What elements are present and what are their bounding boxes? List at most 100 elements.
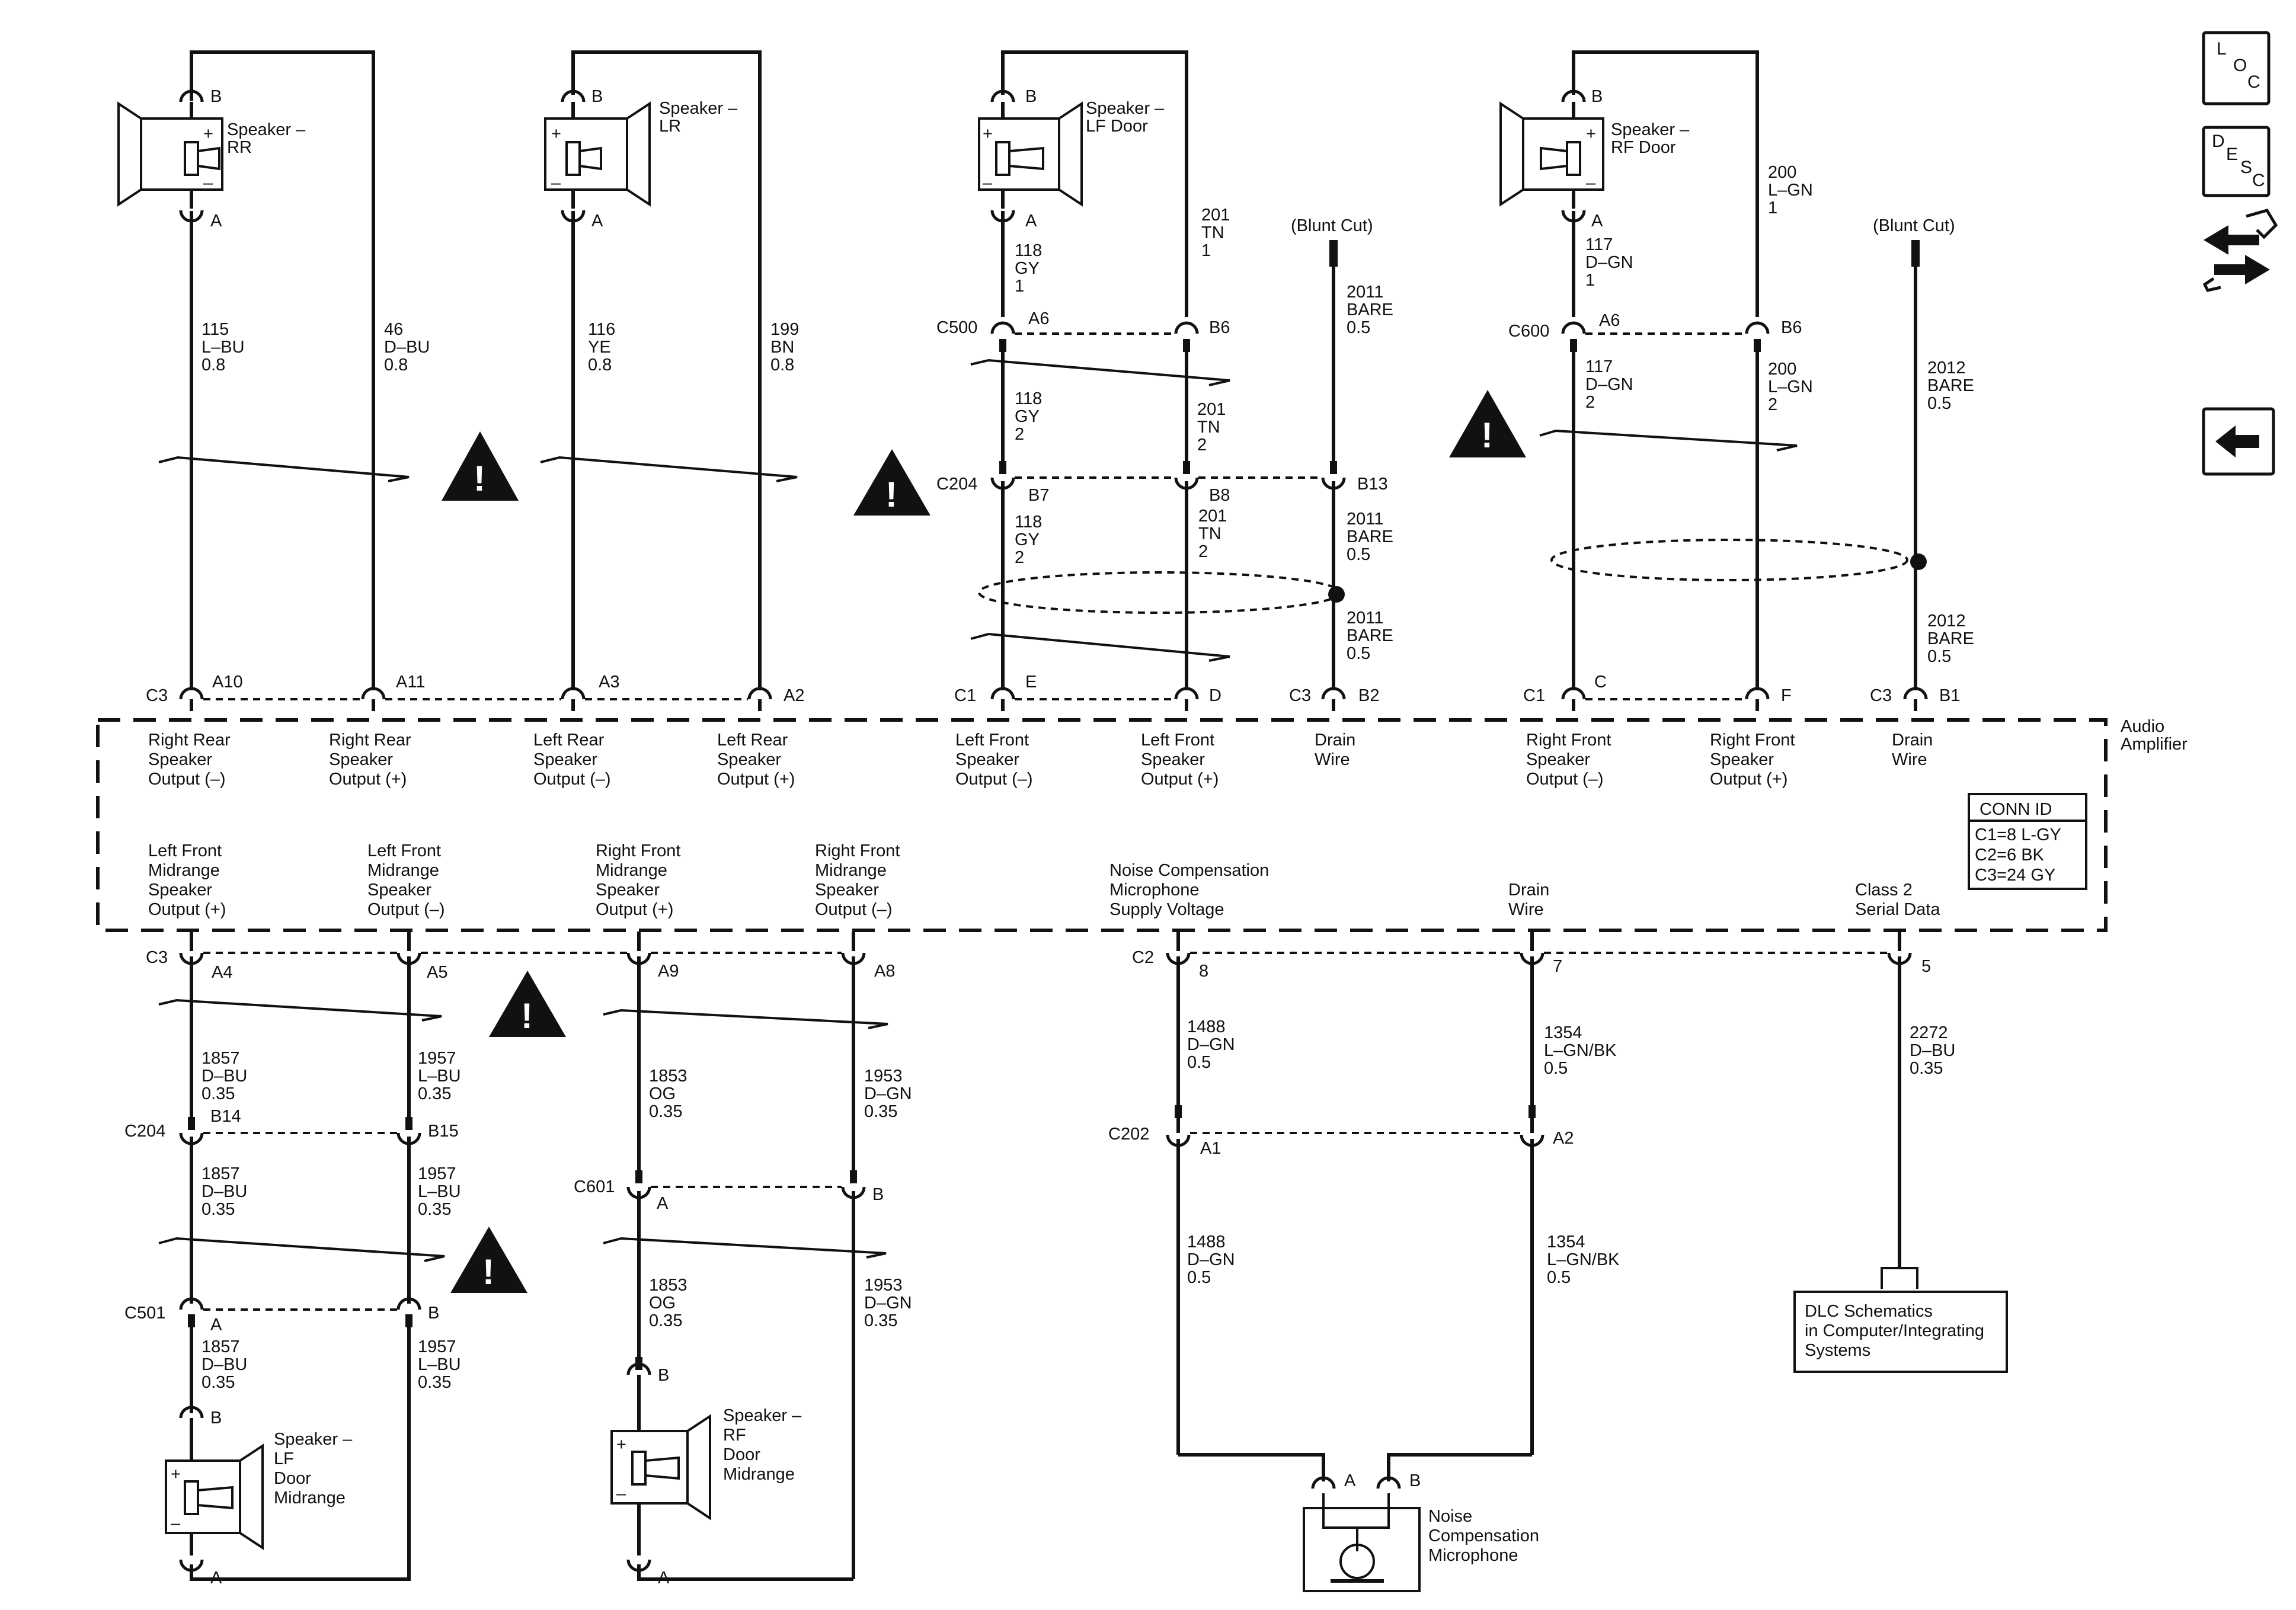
diagram-label: L–BU: [418, 1182, 461, 1201]
diagram-label: Drain: [1892, 731, 1933, 750]
diagram-label: Right Front: [1710, 731, 1795, 750]
diagram-label: Right Front: [596, 841, 680, 860]
diagram-label: A8: [874, 962, 895, 981]
warning-icon[interactable]: !: [853, 449, 930, 516]
diagram-label: A: [658, 1569, 670, 1587]
diagram-label: L–BU: [202, 338, 245, 357]
diagram-label: D–BU: [1910, 1041, 1955, 1060]
diagram-label: A: [657, 1194, 669, 1213]
diagram-label: Class 2: [1855, 881, 1913, 900]
diagram-label: F: [1781, 686, 1792, 705]
diagram-label: BARE: [1347, 300, 1393, 319]
diagram-label: Right Front: [1526, 731, 1611, 750]
speaker-lr: B A + – Speaker – LR: [544, 50, 762, 690]
diagram-label: B: [1409, 1471, 1421, 1490]
diagram-label: Compensation: [1428, 1526, 1539, 1545]
speaker-label: RF Door: [1611, 138, 1676, 157]
diagram-label: Speaker: [329, 750, 393, 769]
diagram-label: B8: [1209, 486, 1230, 505]
diagram-label: C2=6 BK: [1975, 846, 2045, 865]
diagram-label: L–GN/BK: [1547, 1250, 1620, 1269]
diagram-label: Serial Data: [1855, 900, 1940, 919]
diagram-label: 1488: [1187, 1233, 1226, 1251]
diagram-label: YE: [588, 338, 611, 357]
diagram-label: 118: [1015, 513, 1042, 532]
diagram-label: 117: [1585, 235, 1613, 254]
diagram-label: Output (+): [1141, 770, 1219, 789]
diagram-label: BARE: [1347, 527, 1393, 546]
diagram-label: Amplifier: [2121, 735, 2188, 754]
diagram-label: S: [2240, 158, 2252, 177]
back-arrow-icon[interactable]: [2202, 407, 2275, 476]
polarity-minus: –: [203, 174, 213, 193]
diagram-label: !: [521, 996, 533, 1036]
diagram-label: Left Front: [1141, 731, 1214, 750]
polarity-plus: +: [203, 124, 213, 143]
diagram-label: 7: [1553, 957, 1562, 976]
warning-icon[interactable]: !: [442, 431, 519, 501]
diagram-label: 1: [1585, 271, 1595, 290]
diagram-label: 2: [1585, 393, 1595, 412]
pin-label: B: [1591, 87, 1603, 106]
diagram-label: 0.5: [1187, 1268, 1211, 1287]
diagram-label: B7: [1028, 486, 1049, 505]
warning-icon[interactable]: !: [489, 971, 566, 1037]
diagram-label: Door: [274, 1469, 311, 1488]
diagram-label: A6: [1028, 309, 1049, 328]
dlc-schematics-link[interactable]: DLC Schematics: [1805, 1302, 1933, 1321]
diagram-label: D–BU: [202, 1182, 247, 1201]
diagram-label: C: [1594, 673, 1607, 692]
diagram-label: BARE: [1927, 376, 1974, 395]
diagram-label: 0.35: [418, 1373, 451, 1392]
diagram-label: OG: [649, 1294, 676, 1313]
wire-labels-rear: 115 L–BU 0.8 46 D–BU 0.8 116 YE 0.8 199 …: [202, 320, 799, 375]
diagram-label: L–BU: [418, 1067, 461, 1086]
diagram-label: 199: [770, 320, 799, 339]
diagram-label: !: [474, 459, 485, 498]
diagram-label: 1957: [418, 1337, 456, 1356]
diagram-label: Systems: [1805, 1341, 1870, 1360]
speaker-rr: B A + – Speaker – RR: [117, 50, 375, 690]
diagnostic-tools-icon[interactable]: [2202, 209, 2278, 292]
speaker-label: Speaker –: [1086, 99, 1165, 118]
loc-icon[interactable]: L O C: [2202, 31, 2271, 105]
diagram-label: 0.5: [1927, 394, 1951, 413]
diagram-label: 200: [1768, 360, 1796, 379]
diagram-label: Output (+): [1710, 770, 1787, 789]
diagram-label: Wire: [1892, 750, 1927, 769]
diagram-label: 2: [1015, 548, 1024, 567]
diagram-label: Midrange: [367, 861, 439, 880]
diagram-label: Noise Compensation: [1109, 861, 1269, 880]
diagram-label: 1853: [649, 1067, 687, 1086]
diagram-label: 1857: [202, 1164, 240, 1183]
diagram-label: 0.35: [418, 1084, 451, 1103]
diagram-label: E: [2226, 145, 2238, 164]
diagram-label: 1: [1015, 277, 1024, 296]
warning-icon[interactable]: !: [1449, 390, 1526, 457]
diagram-label: D: [2212, 132, 2225, 151]
diagram-label: Right Front: [815, 841, 900, 860]
diagram-label: A1: [1200, 1139, 1221, 1158]
diagram-label: 2: [1015, 425, 1024, 444]
diagram-label: 0.35: [1910, 1059, 1943, 1078]
diagram-label: +: [616, 1435, 626, 1454]
diagram-label: D: [1209, 686, 1221, 705]
warning-icon[interactable]: !: [450, 1227, 527, 1293]
diagram-label: C1=8 L-GY: [1975, 825, 2061, 844]
diagram-label: 0.5: [1544, 1059, 1568, 1078]
desc-icon[interactable]: D E S C: [2202, 126, 2271, 197]
diagram-label: 2272: [1910, 1023, 1948, 1042]
diagram-label: A9: [658, 962, 679, 981]
diagram-label: +: [171, 1465, 181, 1484]
diagram-label: Speaker: [1526, 750, 1590, 769]
diagram-label: C601: [574, 1177, 615, 1196]
diagram-label: B: [210, 1409, 222, 1427]
diagram-label: Output (–): [367, 900, 445, 919]
diagram-label: Speaker: [717, 750, 781, 769]
pin-label: A: [1025, 212, 1037, 231]
diagram-label: D–GN: [1187, 1035, 1235, 1054]
diagram-label: Output (+): [717, 770, 795, 789]
diagram-label: Left Rear: [533, 731, 605, 750]
conn-id-table: CONN ID C1=8 L-GY C2=6 BK C3=24 GY: [1968, 793, 2087, 890]
diagram-label: Output (–): [955, 770, 1033, 789]
